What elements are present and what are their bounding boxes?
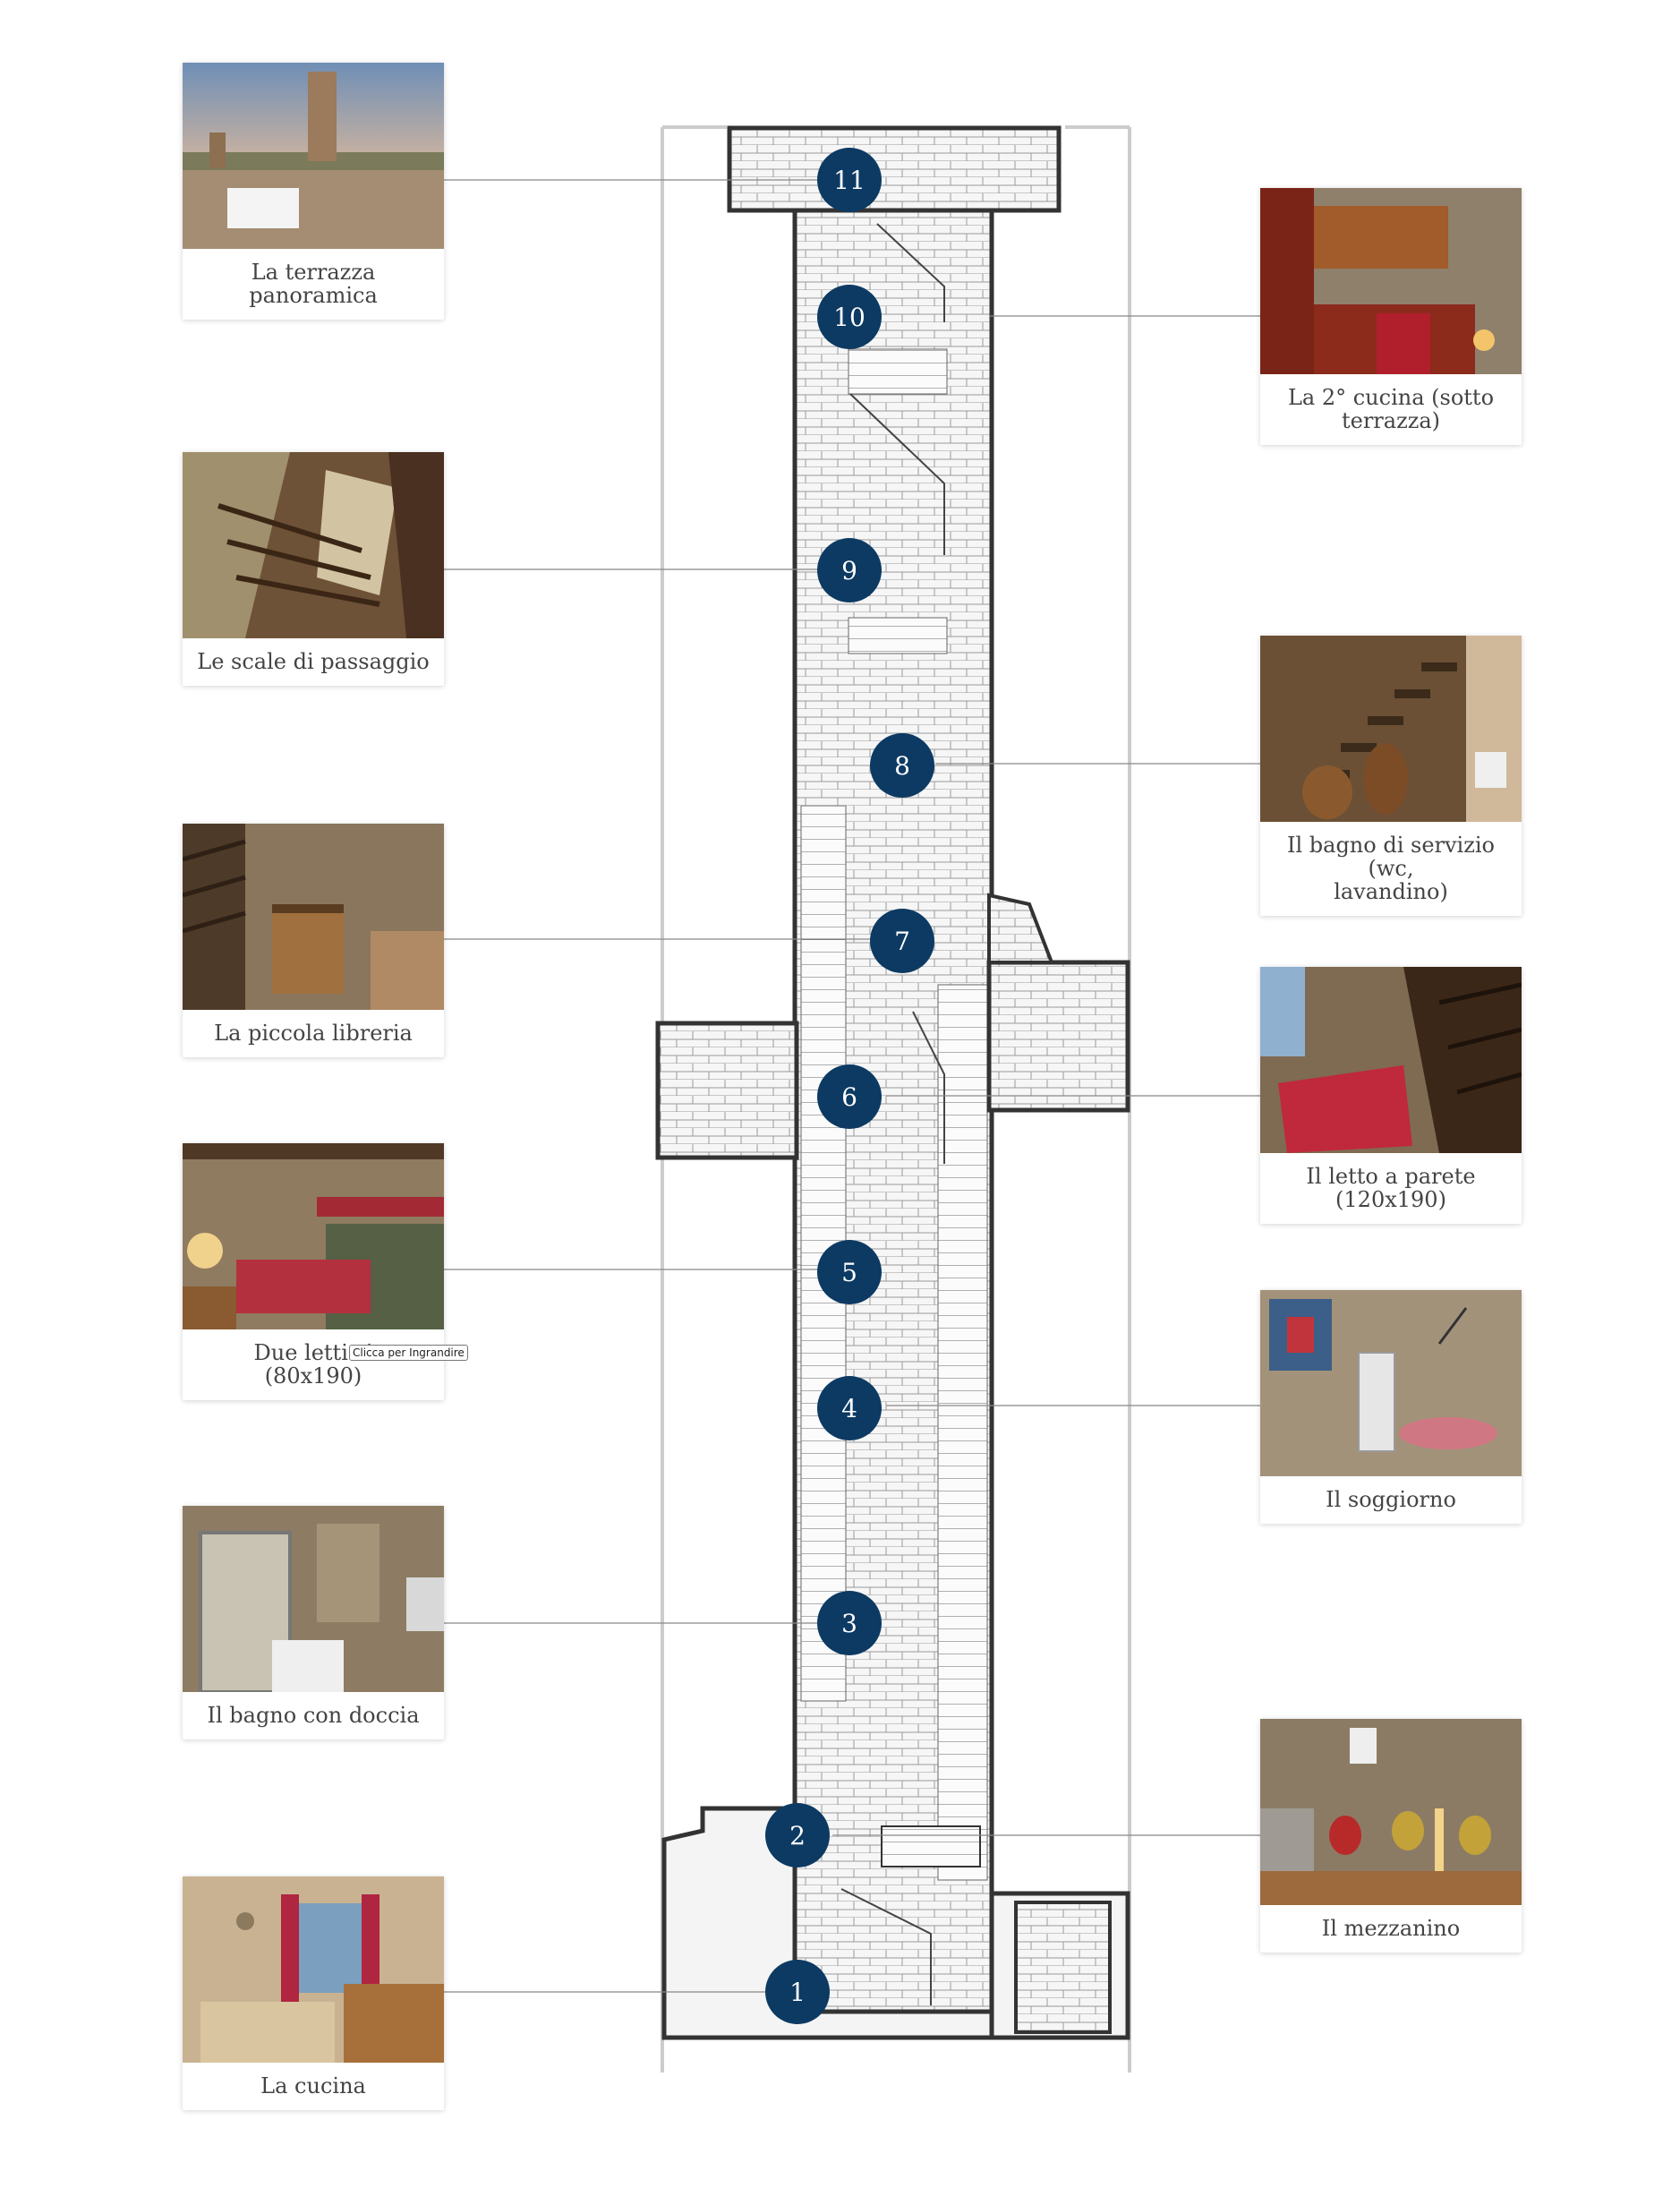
enlarge-tooltip: Clicca per Ingrandire bbox=[349, 1345, 468, 1361]
room-card-1[interactable]: La cucina bbox=[183, 1876, 444, 2110]
svg-text:11: 11 bbox=[833, 166, 866, 195]
svg-text:8: 8 bbox=[894, 751, 910, 781]
svg-text:9: 9 bbox=[841, 556, 857, 585]
shower-bathroom-photo bbox=[183, 1506, 444, 1692]
room-label: La terrazza panoramica bbox=[249, 260, 378, 308]
marker-1[interactable]: 1 bbox=[765, 1960, 830, 2024]
room-card-5[interactable]: Due letti si(80x190) bbox=[183, 1143, 444, 1400]
marker-3[interactable]: 3 bbox=[817, 1591, 882, 1655]
room-card-9[interactable]: Le scale di passaggio bbox=[183, 452, 444, 686]
room-label: Il bagno con doccia bbox=[207, 1703, 420, 1728]
twin-beds-photo bbox=[183, 1143, 444, 1329]
wall-bed-photo bbox=[1260, 967, 1522, 1153]
svg-text:2: 2 bbox=[789, 1821, 806, 1850]
marker-9[interactable]: 9 bbox=[817, 538, 882, 603]
marker-6[interactable]: 6 bbox=[817, 1064, 882, 1129]
svg-text:3: 3 bbox=[841, 1609, 857, 1638]
room-card-11[interactable]: La terrazza panoramica bbox=[183, 63, 444, 320]
mezzanine-photo bbox=[1260, 1719, 1522, 1905]
room-label: Due letti si(80x190) bbox=[253, 1340, 373, 1389]
library-photo bbox=[183, 824, 444, 1010]
svg-text:6: 6 bbox=[841, 1082, 857, 1112]
room-card-6[interactable]: Il letto a parete(120x190) bbox=[1260, 967, 1522, 1224]
second-kitchen-photo bbox=[1260, 188, 1522, 374]
room-card-8[interactable]: Il bagno di servizio (wc,lavandino) bbox=[1260, 636, 1522, 916]
svg-text:10: 10 bbox=[833, 303, 866, 332]
room-label: Il mezzanino bbox=[1321, 1916, 1461, 1941]
marker-10[interactable]: 10 bbox=[817, 285, 882, 349]
room-card-3[interactable]: Il bagno con doccia bbox=[183, 1506, 444, 1739]
stairs-photo bbox=[183, 452, 444, 638]
cross-arm-right bbox=[986, 960, 1130, 1113]
living-room-photo bbox=[1260, 1290, 1522, 1476]
cross-arm-left bbox=[655, 1021, 799, 1160]
svg-text:4: 4 bbox=[841, 1394, 857, 1423]
room-label: La cucina bbox=[260, 2073, 366, 2098]
kitchen-photo bbox=[183, 1876, 444, 2063]
room-label: Il letto a parete(120x190) bbox=[1306, 1164, 1476, 1212]
room-card-2[interactable]: Il mezzanino bbox=[1260, 1719, 1522, 1953]
svg-text:1: 1 bbox=[789, 1978, 806, 2007]
room-label: Il bagno di servizio (wc,lavandino) bbox=[1286, 833, 1496, 904]
marker-5[interactable]: 5 bbox=[817, 1240, 882, 1304]
room-label: Le scale di passaggio bbox=[197, 649, 430, 674]
room-card-7[interactable]: La piccola libreria bbox=[183, 824, 444, 1057]
room-label: Il soggiorno bbox=[1326, 1487, 1456, 1512]
marker-7[interactable]: 7 bbox=[870, 909, 934, 973]
marker-2[interactable]: 2 bbox=[765, 1803, 830, 1867]
marker-8[interactable]: 8 bbox=[870, 733, 934, 798]
room-card-4[interactable]: Il soggiorno bbox=[1260, 1290, 1522, 1524]
terrace-block bbox=[727, 125, 1062, 213]
svg-text:7: 7 bbox=[894, 927, 910, 956]
marker-11[interactable]: 11 bbox=[817, 148, 882, 212]
service-bathroom-photo bbox=[1260, 636, 1522, 822]
marker-4[interactable]: 4 bbox=[817, 1376, 882, 1440]
room-label: La piccola libreria bbox=[214, 1021, 413, 1046]
terrace-photo bbox=[183, 63, 444, 249]
svg-text:5: 5 bbox=[841, 1258, 857, 1287]
